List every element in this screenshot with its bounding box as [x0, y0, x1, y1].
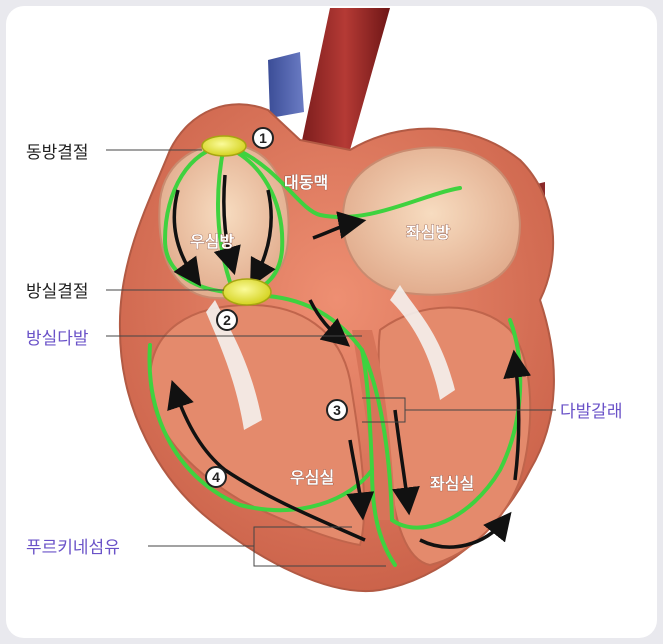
- mitral-valve: [390, 285, 455, 400]
- label-left-atrium: 좌심방: [406, 223, 450, 242]
- sa-node-marker: [201, 135, 247, 157]
- badge-1: 1: [252, 127, 274, 149]
- svg-text:3: 3: [333, 402, 341, 418]
- septum: [352, 330, 396, 520]
- tricuspid-valve: [206, 300, 262, 430]
- svg-text:1: 1: [259, 130, 267, 146]
- aorta-vessel: [300, 8, 390, 150]
- label-bundle-branches: 다발갈래: [560, 402, 623, 422]
- label-left-ventricle: 좌심실: [430, 474, 474, 493]
- label-right-ventricle: 우심실: [290, 468, 334, 487]
- blood-flow-arrows: [167, 174, 532, 549]
- badge-4: 4: [205, 466, 227, 488]
- label-his-bundle: 방실다발: [26, 329, 89, 349]
- badge-2: 2: [216, 309, 238, 331]
- leader-lines: [106, 149, 556, 567]
- label-right-atrium: 우심방: [190, 232, 234, 251]
- conduction-pathway: [147, 144, 523, 567]
- label-av-node: 방실결절: [26, 282, 89, 302]
- svg-text:4: 4: [212, 469, 220, 485]
- badge-3: 3: [326, 399, 348, 421]
- label-sa-node: 동방결절: [26, 143, 89, 163]
- svg-text:2: 2: [223, 312, 231, 328]
- left-atrium-chamber: [341, 146, 521, 296]
- vena-cava: [268, 52, 304, 118]
- label-aorta: 대동맥: [284, 173, 328, 192]
- label-purkinje: 푸르키네섬유: [26, 538, 120, 558]
- right-ventricle-chamber: [148, 303, 366, 547]
- av-node-marker: [222, 278, 272, 306]
